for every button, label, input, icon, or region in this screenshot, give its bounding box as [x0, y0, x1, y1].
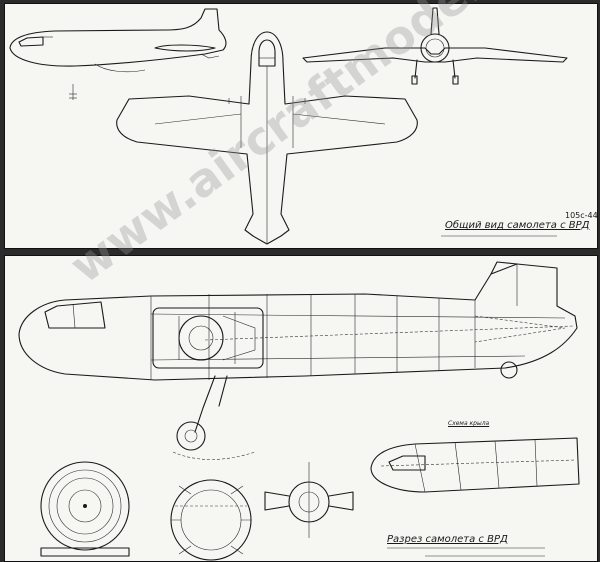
- plan-view: [116, 31, 418, 245]
- cutaway-sheet: Разрез самолета с ВРД Схема крыла: [4, 255, 598, 562]
- general-arrangement-drawing: [9, 7, 568, 245]
- general-arrangement-sheet: Общий вид самолета с ВРД 105с-44: [4, 3, 598, 249]
- drawing-code: 105с-44: [565, 211, 598, 220]
- side-view: [9, 8, 227, 100]
- section-view-3: [264, 462, 354, 538]
- section-view-1: [40, 461, 130, 557]
- cutaway-caption: Разрез самолета с ВРД: [387, 534, 508, 545]
- cutaway-drawing: [18, 261, 580, 561]
- section-view-2: [170, 479, 252, 561]
- fuselage-cutaway: [18, 261, 578, 460]
- front-view: [302, 7, 568, 85]
- general-arrangement-caption: Общий вид самолета с ВРД: [445, 220, 590, 231]
- wing-scheme: [370, 437, 580, 493]
- wing-scheme-label: Схема крыла: [448, 420, 490, 427]
